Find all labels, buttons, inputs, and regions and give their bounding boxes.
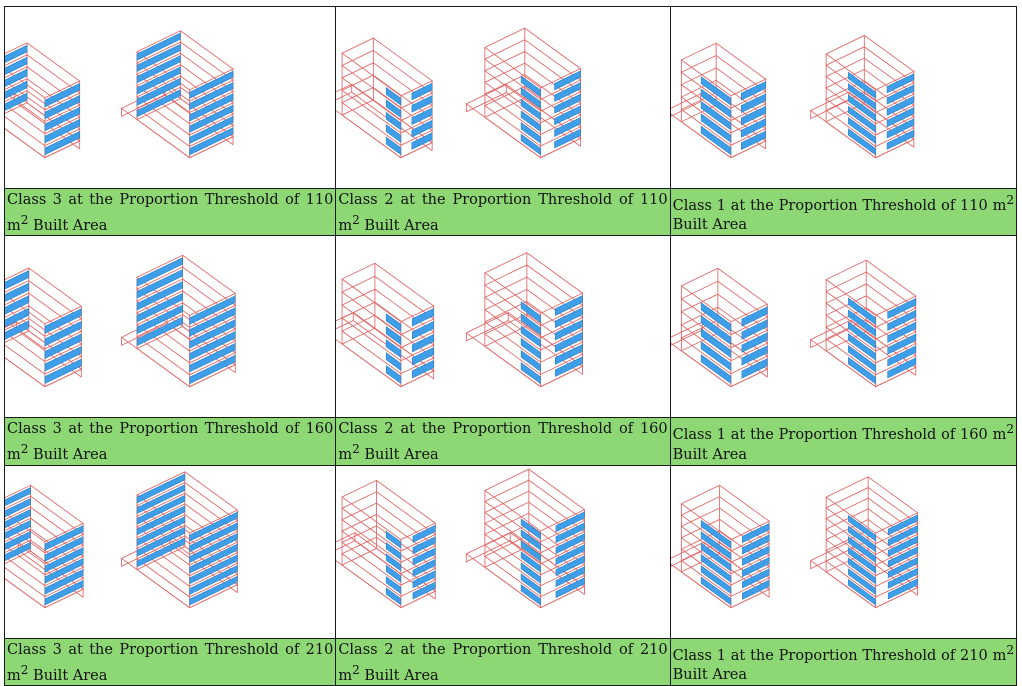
- caption-cell: Class 3 at the Proportion Threshold of 1…: [3, 187, 337, 237]
- caption-tail: Built Area: [672, 667, 747, 684]
- wireframe-shading-model-icon: [336, 27, 582, 159]
- caption-row-1: Class 3 at the Proportion Threshold of 1…: [3, 187, 1018, 237]
- figure-cell: [3, 235, 337, 419]
- caption-main: Class 3 at the Proportion Threshold of 1…: [7, 421, 334, 438]
- figure-cell: [335, 235, 671, 419]
- figure-row-2: [3, 235, 1018, 419]
- shading-panels: [386, 308, 435, 385]
- wireframe-shading-model-icon: [671, 34, 915, 159]
- caption-superscript: 2: [352, 662, 360, 677]
- wireframe-shading-model-icon: [5, 30, 234, 159]
- caption-cell: Class 1 at the Proportion Threshold of 1…: [669, 417, 1018, 466]
- shading-panels: [136, 32, 234, 156]
- caption-superscript: 2: [20, 442, 29, 457]
- wireframe-shading-model-icon: [5, 471, 239, 609]
- caption-superscript: 2: [352, 442, 360, 457]
- figure-row-3: [3, 464, 1018, 639]
- caption-main: Class 3 at the Proportion Threshold of 2…: [7, 641, 334, 658]
- caption-unit: m: [7, 667, 21, 684]
- figure-cell: [3, 464, 337, 639]
- wireframe-building: [465, 252, 584, 388]
- caption-row-3: Class 3 at the Proportion Threshold of 2…: [3, 637, 1018, 686]
- caption-main: Class 1 at the Proportion Threshold of 2…: [672, 647, 993, 664]
- shading-panels: [5, 486, 84, 606]
- caption-tail: Built Area: [28, 667, 108, 684]
- caption-superscript: 2: [20, 662, 29, 677]
- classification-grid: Class 3 at the Proportion Threshold of 1…: [3, 6, 1018, 686]
- wireframe-shading-model-icon: [671, 476, 919, 609]
- caption-main: Class 2 at the Proportion Threshold of 1…: [338, 191, 668, 208]
- caption-unit: m: [338, 667, 353, 684]
- caption-cell: Class 2 at the Proportion Threshold of 1…: [335, 187, 671, 237]
- wireframe-building: [336, 479, 437, 609]
- caption-tail: Built Area: [28, 446, 108, 463]
- caption-cell: Class 3 at the Proportion Threshold of 2…: [3, 637, 337, 686]
- figure-cell: [669, 235, 1018, 419]
- caption-tail: Built Area: [359, 217, 439, 234]
- caption-tail: Built Area: [672, 446, 747, 463]
- caption-cell: Class 2 at the Proportion Threshold of 2…: [335, 637, 671, 686]
- caption-main: Class 3 at the Proportion Threshold of 1…: [7, 191, 334, 208]
- figure-cell: [669, 6, 1018, 189]
- caption-cell: Class 2 at the Proportion Threshold of 1…: [335, 417, 671, 466]
- caption-superscript: 2: [1006, 422, 1014, 437]
- shading-panels: [847, 514, 918, 606]
- wireframe-building: [465, 27, 582, 159]
- caption-tail: Built Area: [359, 667, 439, 684]
- wireframe-building: [120, 30, 234, 159]
- caption-superscript: 2: [1006, 642, 1014, 657]
- caption-main: Class 2 at the Proportion Threshold of 1…: [338, 421, 668, 438]
- figure-cell: [335, 464, 671, 639]
- caption-unit: m: [992, 426, 1007, 443]
- shading-panels: [700, 302, 768, 385]
- caption-unit: m: [992, 197, 1007, 214]
- caption-row-2: Class 3 at the Proportion Threshold of 1…: [3, 417, 1018, 466]
- caption-unit: m: [338, 217, 353, 234]
- caption-tail: Built Area: [359, 446, 439, 463]
- caption-unit: m: [992, 647, 1007, 664]
- figure-cell: [335, 6, 671, 189]
- wireframe-building: [671, 484, 770, 609]
- shading-panels: [521, 295, 584, 385]
- shading-panels: [136, 473, 238, 606]
- wireframe-building: [809, 260, 917, 388]
- caption-main: Class 1 at the Proportion Threshold of 1…: [672, 197, 993, 214]
- shading-panels: [136, 257, 236, 385]
- caption-main: Class 1 at the Proportion Threshold of 1…: [672, 426, 993, 443]
- shading-panels: [521, 511, 586, 606]
- caption-cell: Class 1 at the Proportion Threshold of 1…: [669, 187, 1018, 237]
- wireframe-building: [465, 468, 586, 609]
- caption-superscript: 2: [352, 212, 360, 227]
- caption-tail: Built Area: [672, 217, 747, 234]
- shading-panels: [700, 519, 770, 606]
- caption-main: Class 2 at the Proportion Threshold of 2…: [338, 641, 668, 658]
- figure-row-1: [3, 6, 1018, 189]
- wireframe-shading-model-icon: [336, 252, 584, 388]
- caption-superscript: 2: [20, 212, 29, 227]
- shading-panels: [5, 270, 82, 385]
- wireframe-building: [336, 263, 435, 388]
- shading-panels: [521, 70, 582, 156]
- caption-unit: m: [338, 446, 353, 463]
- shading-panels: [386, 82, 433, 156]
- shading-panels: [847, 71, 914, 156]
- shading-panels: [700, 76, 766, 156]
- wireframe-shading-model-icon: [671, 260, 917, 388]
- shading-panels: [847, 297, 916, 385]
- caption-cell: Class 3 at the Proportion Threshold of 1…: [3, 417, 337, 466]
- figure-cell: [669, 464, 1018, 639]
- caption-tail: Built Area: [28, 217, 108, 234]
- caption-unit: m: [7, 446, 21, 463]
- caption-unit: m: [7, 217, 21, 234]
- caption-cell: Class 1 at the Proportion Threshold of 2…: [669, 637, 1018, 686]
- wireframe-shading-model-icon: [336, 468, 586, 609]
- shading-panels: [386, 524, 436, 606]
- caption-superscript: 2: [1006, 192, 1014, 207]
- figure-cell: [3, 6, 337, 189]
- wireframe-shading-model-icon: [5, 255, 237, 388]
- shading-panels: [5, 44, 80, 156]
